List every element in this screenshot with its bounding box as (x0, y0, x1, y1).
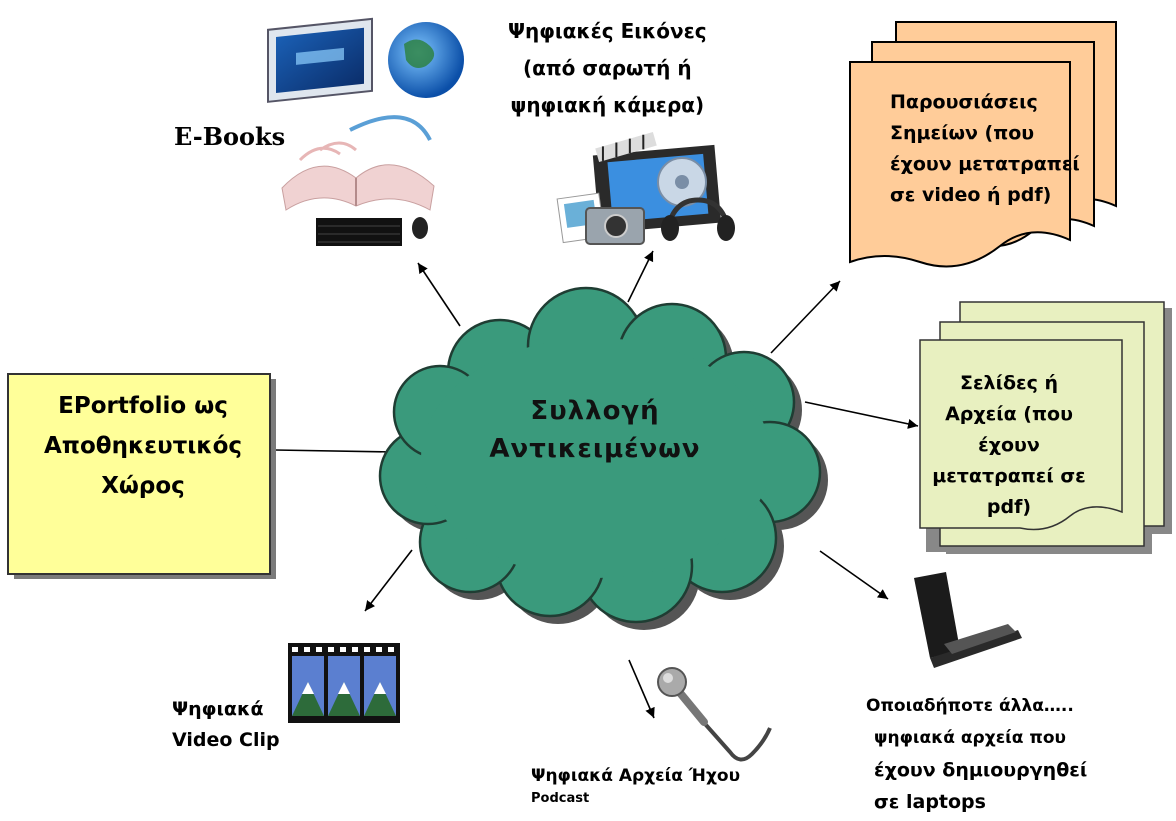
presentations-label: Παρουσιάσεις Σημείων (που έχουν μετατραπ… (862, 87, 1102, 211)
multimedia-camera-icon (556, 132, 735, 245)
others-label-line: ψηφιακά αρχεία που (874, 728, 1066, 748)
video-label: Ψηφιακά Video Clip (172, 694, 280, 756)
arrow-to-pages (804, 401, 919, 429)
podcast-label-line: Ψηφιακά Αρχεία Ήχου (531, 766, 741, 786)
center-label-line: Αντικειμένων (489, 434, 701, 464)
storage-label-line: Αποθηκευτικός (43, 433, 243, 459)
pages-label-line: μετατραπεί σε (932, 465, 1086, 487)
pages-label-line: έχουν (978, 434, 1040, 456)
images-label-line: (από σαρωτή ή (522, 56, 692, 80)
presentations-label-line: Σημείων (που (890, 122, 1035, 144)
video-label-line: Video Clip (172, 729, 280, 751)
arrow-to-ebooks (417, 262, 461, 327)
presentation-documents (849, 21, 1117, 268)
podcast-label-line: Podcast (531, 791, 590, 806)
arrow-to-laptop (819, 550, 889, 600)
storage-label-line: Χώρος (101, 473, 185, 499)
pages-label-line: pdf) (986, 496, 1032, 518)
pages-label-line: Σελίδες ή (959, 372, 1058, 394)
computer-ebook-icon (267, 17, 464, 246)
ebooks-label: E-Books (174, 122, 286, 151)
presentations-label-line: Παρουσιάσεις (890, 91, 1038, 113)
film-strip-icon (288, 643, 400, 723)
others-label-line: σε laptops (874, 791, 986, 813)
center-label-line: Συλλογή (530, 396, 660, 426)
arrow-to-images (627, 250, 654, 303)
images-label-line: ψηφιακή κάμερα) (510, 93, 705, 117)
pages-label: Σελίδες ή Αρχεία (που έχουν μετατραπεί σ… (920, 368, 1098, 523)
line-to-storage (274, 449, 397, 453)
others-label: Οποιαδήποτε άλλα….. ψηφιακά αρχεία που έ… (866, 690, 1087, 818)
arrow-to-video (364, 549, 413, 612)
center-cloud-label: Συλλογή Αντικειμένων (470, 392, 720, 468)
others-label-line: έχουν δημιουργηθεί (874, 759, 1088, 781)
laptop-icon (914, 572, 1022, 668)
arrow-to-presentations (770, 280, 841, 354)
connectors (274, 250, 919, 719)
storage-label-line: EPortfolio ως (58, 393, 228, 419)
arrow-to-podcast (628, 659, 655, 719)
video-label-line: Ψηφιακά (172, 698, 264, 720)
microphone-icon (657, 667, 772, 762)
others-label-line: Οποιαδήποτε άλλα….. (866, 696, 1074, 716)
pages-label-line: Αρχεία (που (945, 403, 1073, 425)
podcast-label: Ψηφιακά Αρχεία Ήχου Podcast (531, 763, 740, 809)
page-documents (919, 301, 1172, 554)
presentations-label-line: έχουν μετατραπεί (890, 153, 1080, 175)
cloud-shape (378, 286, 828, 630)
presentations-label-line: σε video ή pdf) (890, 184, 1052, 206)
images-label: Ψηφιακές Εικόνες (από σαρωτή ή ψηφιακή κ… (508, 13, 707, 124)
storage-box (7, 373, 276, 579)
images-label-line: Ψηφιακές Εικόνες (508, 19, 707, 43)
storage-box-label: EPortfolio ως Αποθηκευτικός Χώρος (18, 386, 268, 506)
